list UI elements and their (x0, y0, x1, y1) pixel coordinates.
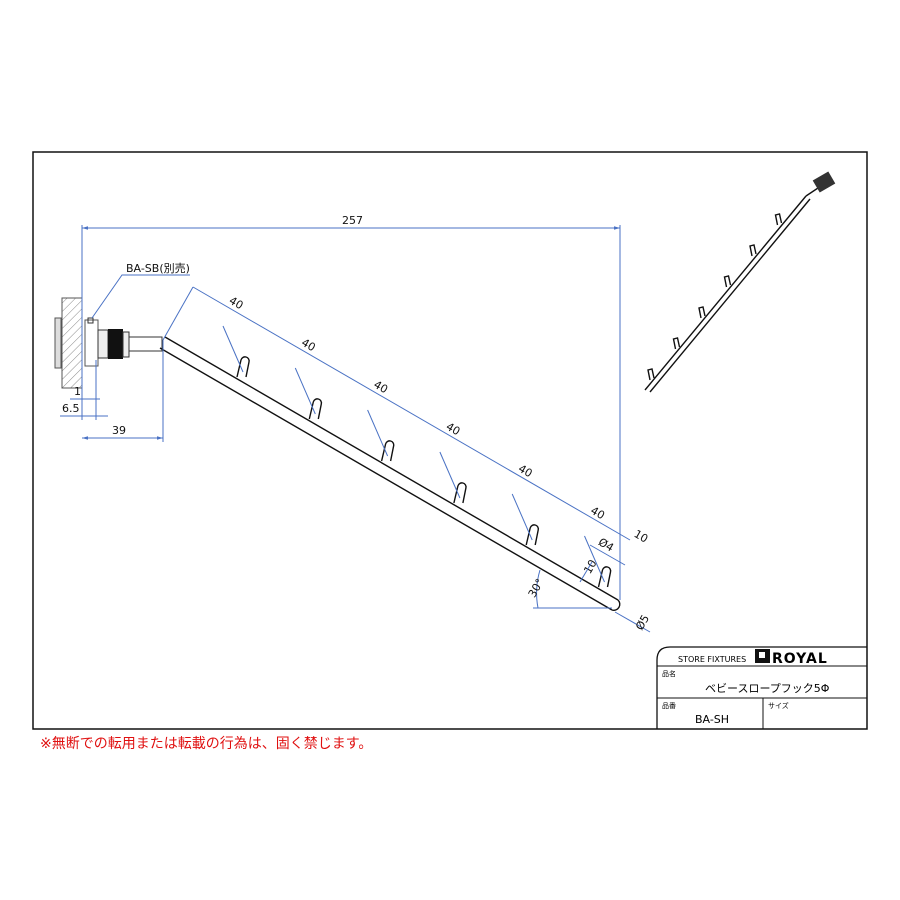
dim-rod-diameter: Ø5 (633, 612, 652, 632)
iso-peg (672, 337, 681, 350)
store-fixtures-label: STORE FIXTURES (678, 655, 746, 664)
isometric-view (644, 171, 836, 393)
iso-peg (647, 368, 655, 381)
dim-peg-spacing: 40 (227, 294, 246, 312)
product-name: ベビースロープフック5Φ (705, 682, 830, 695)
peg (453, 482, 467, 504)
dim-39: 39 (112, 424, 126, 437)
product-code-label: 品番 (662, 702, 676, 710)
drawing-border (32, 151, 868, 730)
dim-peg-spacing: 40 (299, 336, 318, 354)
peg-extension-line (222, 325, 244, 373)
iso-peg (723, 275, 732, 288)
peg (236, 356, 250, 378)
dim-1: 1 (74, 385, 81, 398)
dim-6-5: 6.5 (62, 402, 80, 415)
copyright-notice: ※無断での転用または転載の行為は、固く禁じます。 (40, 736, 373, 752)
peg-extension-line (511, 493, 533, 541)
peg (308, 398, 323, 420)
dim-peg-spacing: 40 (516, 462, 535, 480)
peg-extension-line (439, 451, 461, 499)
dimensions: 257 39 6.5 1 40 40 40 40 40 40 10 Ø4 10 30° Ø… (60, 214, 652, 633)
size-label: サイズ (768, 701, 789, 710)
dim-peg-spacing: 40 (371, 378, 390, 396)
peg-extension-line (294, 367, 316, 415)
brand-logo: ROYAL (772, 651, 828, 667)
iso-peg (774, 213, 783, 226)
slope-hook-rod (159, 336, 621, 611)
product-name-label: 品名 (662, 669, 676, 678)
peg-extension-line (584, 535, 605, 583)
dim-peg-diameter: Ø4 (596, 535, 616, 554)
iso-peg (698, 306, 706, 319)
peg (380, 440, 395, 462)
product-code: BA-SH (695, 713, 729, 726)
peg (597, 566, 612, 588)
dim-257: 257 (342, 214, 363, 227)
peg-extension-line (367, 409, 389, 457)
peg (525, 524, 539, 546)
wall-bracket (54, 297, 163, 389)
callout-ba-sb: BA-SB(別売) (126, 262, 190, 275)
dim-angle: 30° (526, 576, 547, 599)
dim-end-10: 10 (632, 527, 651, 545)
dim-peg-height: 10 (581, 557, 599, 576)
dim-peg-spacing: 40 (588, 504, 607, 522)
title-block: STORE FIXTURES ROYAL 品名 ベビースロープフック5Φ 品番 … (656, 646, 867, 729)
dim-peg-spacing: 40 (444, 420, 463, 438)
iso-peg (749, 244, 757, 257)
